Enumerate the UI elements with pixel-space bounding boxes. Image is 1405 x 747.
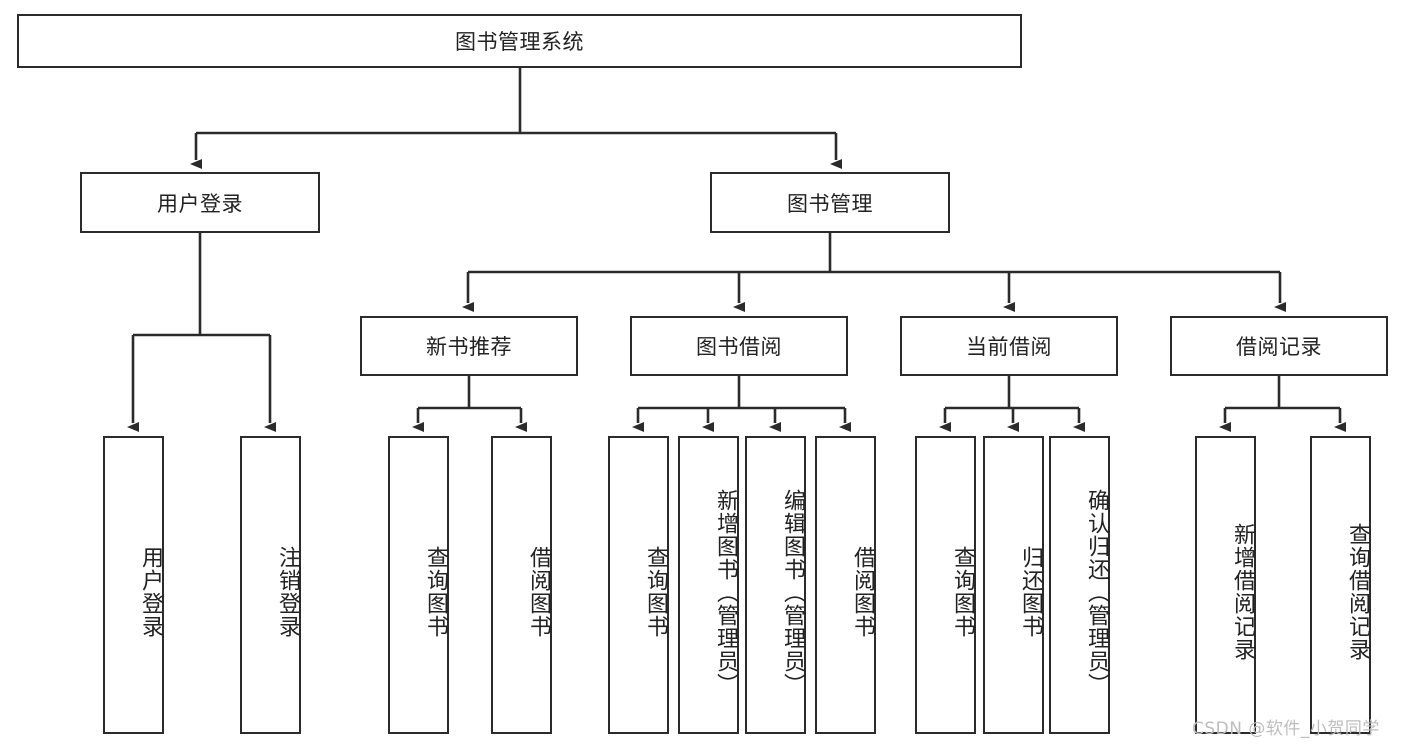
node-leaf-add-record-label: 新增借阅记录	[1230, 523, 1255, 661]
node-borrow-record-label: 借阅记录	[1236, 335, 1322, 359]
node-leaf-borrow-book-1-label: 借阅图书	[526, 546, 551, 638]
node-leaf-add-record[interactable]: 新增借阅记录	[1195, 436, 1256, 734]
node-leaf-query-book-3-label: 查询图书	[950, 546, 975, 638]
node-leaf-user-login[interactable]: 用户登录	[103, 436, 164, 734]
node-user-login-label: 用户登录	[157, 191, 243, 216]
node-leaf-user-login-label: 用户登录	[138, 546, 163, 638]
node-leaf-query-book-2[interactable]: 查询图书	[608, 436, 669, 734]
node-root[interactable]: 图书管理系统	[17, 14, 1022, 68]
node-borrow-record[interactable]: 借阅记录	[1170, 316, 1388, 376]
node-book-borrow-label: 图书借阅	[696, 335, 782, 359]
node-leaf-edit-book-label: 编辑图书（管理员）	[780, 488, 805, 696]
node-leaf-borrow-book-1[interactable]: 借阅图书	[491, 436, 552, 734]
node-book-borrow[interactable]: 图书借阅	[630, 316, 848, 376]
node-leaf-edit-book[interactable]: 编辑图书（管理员）	[745, 436, 806, 734]
node-leaf-query-record[interactable]: 查询借阅记录	[1310, 436, 1371, 734]
node-current-borrow[interactable]: 当前借阅	[900, 316, 1118, 376]
node-leaf-borrow-book-2[interactable]: 借阅图书	[815, 436, 876, 734]
node-leaf-query-book-2-label: 查询图书	[643, 546, 668, 638]
node-leaf-query-record-label: 查询借阅记录	[1345, 523, 1370, 661]
node-leaf-return-book-label: 归还图书	[1018, 546, 1043, 638]
node-leaf-return-book[interactable]: 归还图书	[983, 436, 1044, 734]
node-leaf-query-book-3[interactable]: 查询图书	[915, 436, 976, 734]
node-leaf-confirm-return-label: 确认归还（管理员）	[1084, 488, 1109, 696]
node-leaf-query-book-1[interactable]: 查询图书	[388, 436, 449, 734]
node-leaf-logout-login[interactable]: 注销登录	[240, 436, 301, 734]
node-new-book-recommend-label: 新书推荐	[426, 335, 512, 359]
node-leaf-add-book-label: 新增图书（管理员）	[713, 488, 738, 696]
node-leaf-confirm-return[interactable]: 确认归还（管理员）	[1049, 436, 1110, 734]
node-leaf-query-book-1-label: 查询图书	[423, 546, 448, 638]
csdn-watermark: CSDN @软件_小贺同学	[1192, 719, 1380, 739]
node-book-manage[interactable]: 图书管理	[710, 172, 950, 233]
node-leaf-logout-login-label: 注销登录	[275, 546, 300, 638]
node-new-book-recommend[interactable]: 新书推荐	[360, 316, 578, 376]
node-root-label: 图书管理系统	[455, 30, 584, 54]
node-leaf-borrow-book-2-label: 借阅图书	[850, 546, 875, 638]
node-user-login[interactable]: 用户登录	[80, 172, 320, 233]
node-leaf-add-book[interactable]: 新增图书（管理员）	[678, 436, 739, 734]
node-book-manage-label: 图书管理	[787, 191, 873, 216]
node-current-borrow-label: 当前借阅	[966, 335, 1052, 359]
